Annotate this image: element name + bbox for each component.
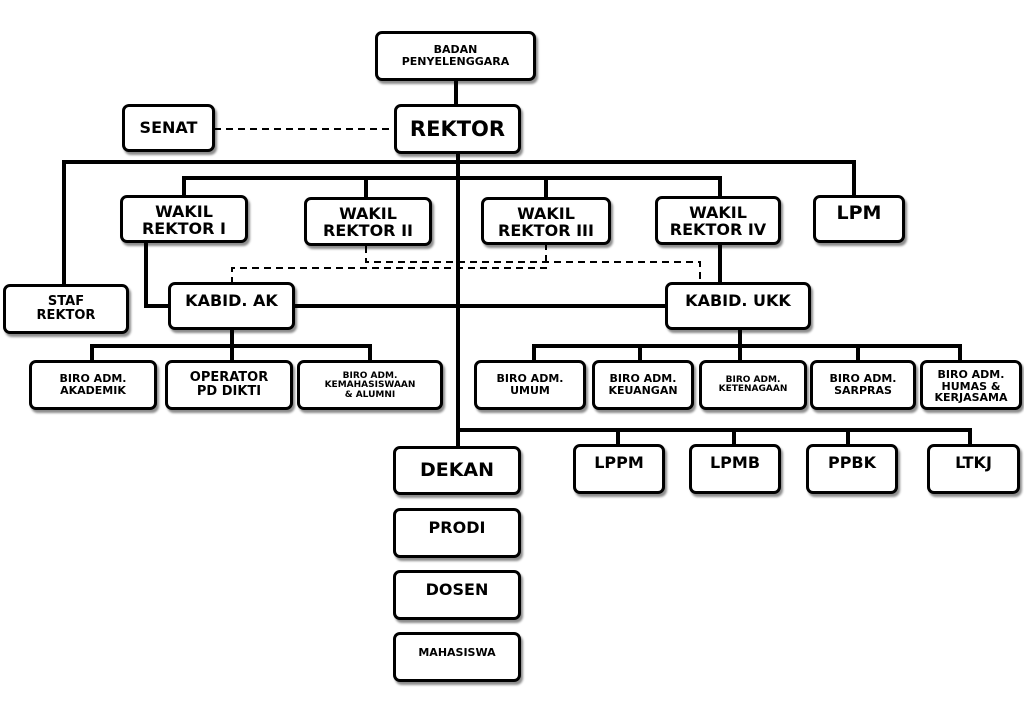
lpm-box: LPM — [813, 195, 905, 243]
dashed-wr2-kabidukk — [365, 246, 701, 284]
ltkj-label: LTKJ — [955, 453, 992, 472]
dosen-box: DOSEN — [393, 570, 521, 620]
operator-pd-dikti-box: OPERATOR PD DIKTI — [165, 360, 293, 410]
senat-label: SENAT — [139, 117, 198, 137]
lppm-label: LPPM — [594, 453, 644, 472]
wakil-rektor-2-label: WAKIL REKTOR II — [323, 204, 413, 240]
kabid-ukk-box: KABID. UKK — [665, 282, 811, 330]
staf-rektor-box: STAF REKTOR — [3, 284, 129, 334]
staf-rektor-label: STAF REKTOR — [36, 294, 96, 323]
biro-humas-label: BIRO ADM. HUMAS & KERJASAMA — [934, 368, 1008, 405]
biro-sarpras-box: BIRO ADM. SARPRAS — [810, 360, 916, 410]
wakil-rektor-2-box: WAKIL REKTOR II — [304, 197, 432, 246]
ltkj-box: LTKJ — [927, 444, 1020, 494]
prodi-box: PRODI — [393, 508, 521, 558]
dosen-label: DOSEN — [425, 580, 489, 599]
ppbk-label: PPBK — [827, 453, 877, 472]
wakil-rektor-3-box: WAKIL REKTOR III — [481, 197, 611, 245]
ppbk-box: PPBK — [806, 444, 898, 494]
biro-keuangan-label: BIRO ADM. KEUANGAN — [608, 372, 678, 397]
lpmb-box: LPMB — [689, 444, 781, 494]
biro-umum-label: BIRO ADM. UMUM — [496, 372, 564, 397]
badan-penyelenggara-label: BADAN PENYELENGGARA — [401, 43, 510, 68]
dekan-label: DEKAN — [419, 458, 495, 481]
mahasiswa-box: MAHASISWA — [393, 632, 521, 682]
senat-box: SENAT — [122, 104, 215, 152]
wakil-rektor-4-label: WAKIL REKTOR IV — [669, 203, 767, 239]
biro-keuangan-box: BIRO ADM. KEUANGAN — [592, 360, 694, 410]
biro-akademik-box: BIRO ADM. AKADEMIK — [29, 360, 157, 410]
kabid-ak-label: KABID. AK — [185, 291, 278, 310]
lpmb-label: LPMB — [709, 453, 761, 472]
lpm-label: LPM — [836, 202, 882, 224]
biro-umum-box: BIRO ADM. UMUM — [474, 360, 586, 410]
biro-ketenagaan-box: BIRO ADM. KETENAGAAN — [699, 360, 807, 410]
wakil-rektor-3-label: WAKIL REKTOR III — [498, 204, 594, 240]
biro-kemahasiswaan-box: BIRO ADM. KEMAHASISWAAN & ALUMNI — [297, 360, 443, 410]
biro-sarpras-label: BIRO ADM. SARPRAS — [829, 372, 897, 397]
kabid-ukk-label: KABID. UKK — [685, 291, 791, 310]
mahasiswa-label: MAHASISWA — [418, 646, 496, 659]
rektor-box: REKTOR — [394, 104, 521, 154]
rektor-label: REKTOR — [409, 116, 506, 141]
biro-humas-box: BIRO ADM. HUMAS & KERJASAMA — [920, 360, 1022, 410]
prodi-label: PRODI — [428, 518, 486, 537]
wakil-rektor-4-box: WAKIL REKTOR IV — [655, 196, 781, 245]
badan-penyelenggara-box: BADAN PENYELENGGARA — [375, 31, 536, 81]
operator-pd-dikti-label: OPERATOR PD DIKTI — [189, 370, 269, 399]
biro-akademik-label: BIRO ADM. AKADEMIK — [59, 372, 127, 397]
dekan-box: DEKAN — [393, 446, 521, 495]
dashed-kabidak-wr3 — [231, 245, 547, 284]
biro-ketenagaan-label: BIRO ADM. KETENAGAAN — [718, 374, 788, 394]
lppm-box: LPPM — [573, 444, 665, 494]
wakil-rektor-1-label: WAKIL REKTOR I — [141, 202, 226, 238]
wakil-rektor-1-box: WAKIL REKTOR I — [120, 195, 248, 243]
biro-kemahasiswaan-label: BIRO ADM. KEMAHASISWAAN & ALUMNI — [324, 371, 416, 400]
kabid-ak-box: KABID. AK — [168, 282, 295, 330]
